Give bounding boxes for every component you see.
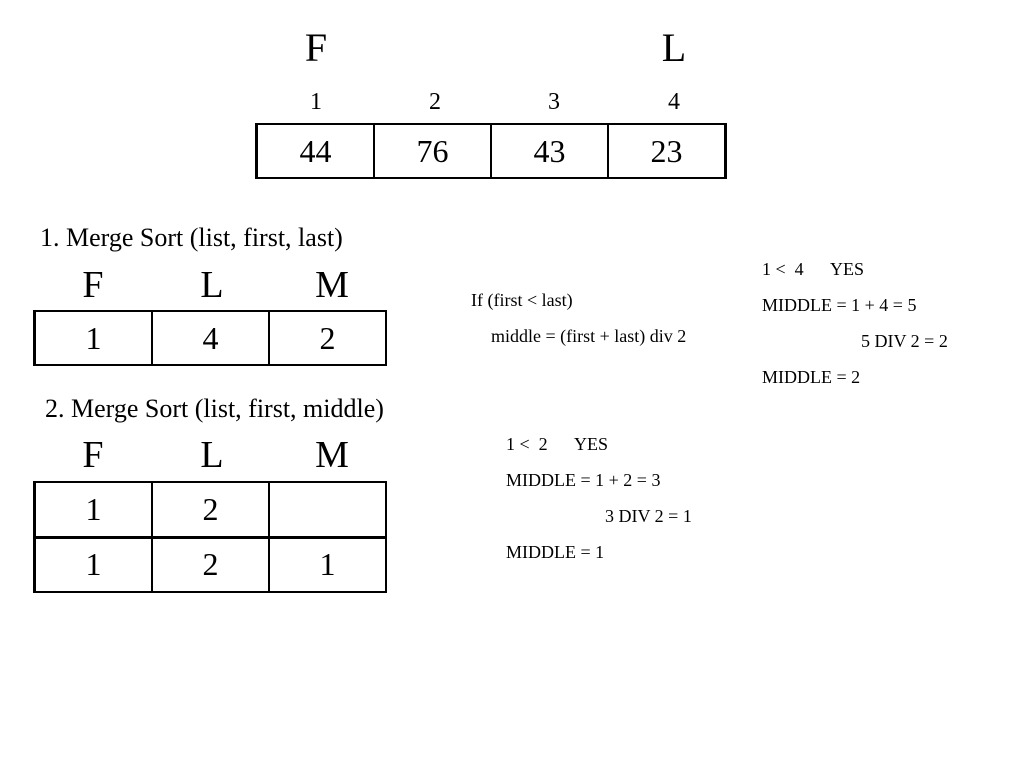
step2-calc-sum: MIDDLE = 1 + 2 = 3: [506, 470, 661, 490]
step1-col-first: F: [82, 264, 104, 306]
array-index: 4: [668, 89, 680, 115]
step1-table: 1 4 2: [33, 310, 387, 366]
step1-heading: 1. Merge Sort (list, first, last): [40, 223, 343, 252]
step2-cell: 1: [33, 481, 153, 538]
array-cell: 44: [255, 123, 375, 179]
step2-calc-result: MIDDLE = 1: [506, 542, 605, 562]
step2-col-middle: M: [315, 434, 349, 476]
step1-cell: 2: [268, 310, 387, 366]
array-index: 1: [310, 89, 322, 115]
step2-col-last: L: [200, 434, 224, 476]
table-row: 1 2: [33, 481, 387, 538]
step2-calc-compare: 1 < 2 YES: [506, 434, 608, 454]
step2-cell: 1: [268, 535, 387, 593]
array-cell: 23: [607, 123, 727, 179]
step2-heading: 2. Merge Sort (list, first, middle): [45, 394, 384, 423]
step1-cell: 4: [151, 310, 270, 366]
array-index: 3: [548, 89, 560, 115]
first-pointer-label: F: [304, 25, 328, 70]
step2-col-first: F: [82, 434, 104, 476]
step1-calc-compare: 1 < 4 YES: [762, 259, 864, 279]
step1-calc-result: MIDDLE = 2: [762, 367, 861, 387]
step1-calc-div: 5 DIV 2 = 2: [861, 331, 948, 351]
step2-cell: [268, 481, 387, 538]
array-cell: 43: [490, 123, 609, 179]
array-index: 2: [429, 89, 441, 115]
step1-cell: 1: [33, 310, 153, 366]
step1-col-middle: M: [315, 264, 349, 306]
table-row: 1 2 1: [33, 535, 387, 593]
step1-col-last: L: [200, 264, 224, 306]
last-pointer-label: L: [661, 25, 687, 70]
code-line-if: If (first < last): [471, 290, 573, 310]
step2-cell: 2: [151, 535, 270, 593]
step2-calc-div: 3 DIV 2 = 1: [605, 506, 692, 526]
step2-cell: 1: [33, 535, 153, 593]
code-line-middle: middle = (first + last) div 2: [491, 326, 687, 346]
step2-table: 1 2 1 2 1: [33, 481, 387, 593]
step1-calc-sum: MIDDLE = 1 + 4 = 5: [762, 295, 917, 315]
step2-cell: 2: [151, 481, 270, 538]
top-array-table: 44 76 43 23: [255, 123, 727, 179]
array-cell: 76: [373, 123, 492, 179]
